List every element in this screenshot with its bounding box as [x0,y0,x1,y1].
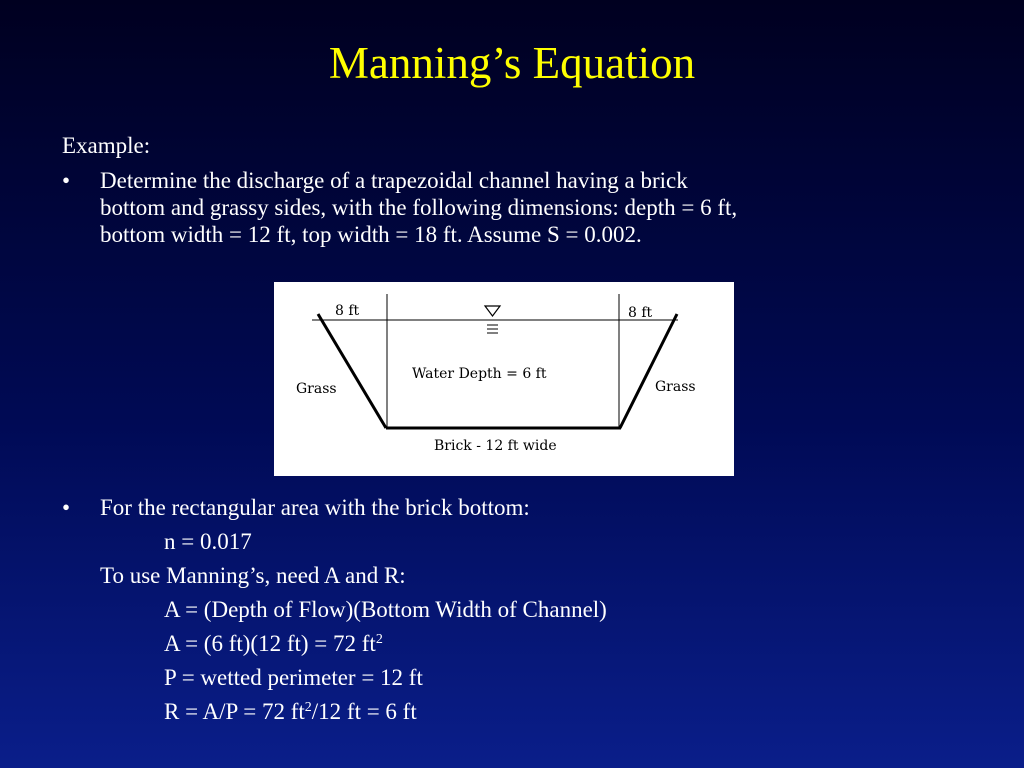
problem-line-1: Determine the discharge of a trapezoidal… [100,168,688,193]
n-value: n = 0.017 [164,529,252,554]
slide-title: Manning’s Equation [328,38,696,88]
radius-text-b: /12 ft = 6 ft [311,699,417,724]
right-top-width-label: 8 ft [628,305,653,321]
area-calc-text: A = (6 ft)(12 ft) = 72 ft [164,631,376,656]
radius-text-a: R = A/P = 72 ft [164,699,305,724]
right-sloped-side [618,313,679,429]
brick-bottom-label: Brick - 12 ft wide [434,438,557,454]
need-a-and-r: To use Manning’s, need A and R: [100,563,406,588]
area-formula: A = (Depth of Flow)(Bottom Width of Chan… [164,597,607,622]
wetted-perimeter: P = wetted perimeter = 12 ft [164,665,423,690]
bullet-1: • [62,168,71,193]
bullet-2: • [62,495,71,520]
left-sloped-side [316,313,388,429]
channel-diagram: 8 ft 8 ft Grass Grass Water Depth = 6 ft… [274,282,734,476]
water-surface-triangle-icon [483,305,502,334]
problem-line-3: bottom width = 12 ft, top width = 18 ft.… [100,222,642,247]
area-calculation: A = (6 ft)(12 ft) = 72 ft2 [164,630,383,657]
right-grass-label: Grass [655,379,696,395]
water-depth-label: Water Depth = 6 ft [412,366,547,382]
left-top-width-label: 8 ft [335,303,360,319]
section2-heading: For the rectangular area with the brick … [100,495,530,520]
left-grass-label: Grass [296,381,337,397]
radius-superscript: 2 [304,700,312,715]
hydraulic-radius: R = A/P = 72 ft2/12 ft = 6 ft [164,698,417,725]
area-calc-superscript: 2 [375,632,383,647]
problem-line-2: bottom and grassy sides, with the follow… [100,195,738,220]
example-label: Example: [62,133,151,158]
